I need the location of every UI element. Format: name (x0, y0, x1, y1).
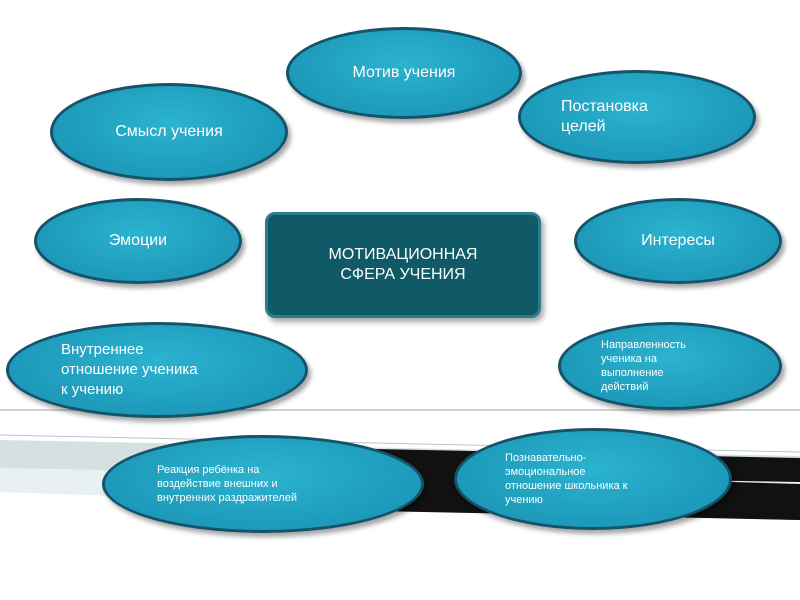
node-meaning: Смысл учения (50, 83, 288, 181)
node-goals-label: Постановка целей (561, 98, 648, 135)
node-motive: Мотив учения (286, 27, 522, 119)
node-cognitive-label: Познавательно- эмоциональное отношение ш… (505, 452, 628, 506)
node-goals: Постановка целей (518, 70, 756, 164)
center-box: МОТИВАЦИОННАЯ СФЕРА УЧЕНИЯ (265, 212, 541, 318)
node-direction: Направленность ученика на выполнение дей… (558, 322, 782, 410)
node-interests: Интересы (574, 198, 782, 284)
node-cognitive: Познавательно- эмоциональное отношение ш… (454, 428, 732, 530)
center-label: МОТИВАЦИОННАЯ СФЕРА УЧЕНИЯ (328, 246, 478, 283)
node-emotions-label: Эмоции (108, 232, 168, 249)
node-emotions: Эмоции (34, 198, 242, 284)
node-reaction-label: Реакция ребёнка на воздействие внешних и… (157, 464, 297, 504)
node-direction-label: Направленность ученика на выполнение дей… (601, 339, 686, 393)
node-motive-label: Мотив учения (352, 64, 456, 81)
node-interests-label: Интересы (641, 232, 715, 249)
node-inner-attitude: Внутреннее отношение ученика к учению (6, 322, 308, 418)
node-inner-attitude-label: Внутреннее отношение ученика к учению (61, 341, 198, 398)
node-reaction: Реакция ребёнка на воздействие внешних и… (102, 435, 424, 533)
node-meaning-label: Смысл учения (115, 123, 223, 140)
